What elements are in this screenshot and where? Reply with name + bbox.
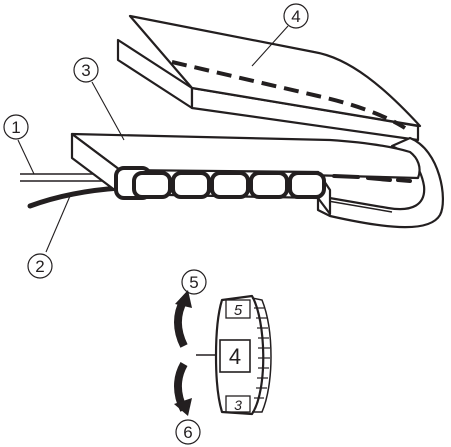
- callout-6: 6: [175, 419, 201, 445]
- callout-2-label: 2: [35, 257, 44, 276]
- leader-2: [45, 195, 71, 253]
- arrow-up-icon: [174, 290, 192, 348]
- stitch-length-dial[interactable]: 5 4 3: [214, 294, 272, 416]
- overlock-stitches: [114, 166, 412, 200]
- dial-upper-value: 5: [234, 302, 243, 319]
- thread-lower: [27, 185, 123, 209]
- callout-4: 4: [283, 3, 309, 29]
- callout-5-label: 5: [189, 273, 198, 292]
- callout-4-label: 4: [291, 7, 300, 26]
- callout-2: 2: [27, 253, 53, 279]
- callout-5: 5: [181, 269, 207, 295]
- arrow-down-icon: [174, 362, 192, 416]
- callout-3-label: 3: [81, 61, 90, 80]
- leader-3: [91, 81, 125, 141]
- callout-1-label: 1: [11, 118, 20, 137]
- dial-current-value: 4: [229, 344, 241, 369]
- callout-6-label: 6: [183, 423, 192, 442]
- fabric-upper-layer: [116, 14, 422, 142]
- leader-1: [17, 139, 35, 175]
- callout-3: 3: [73, 57, 99, 83]
- leader-4: [251, 25, 289, 67]
- callout-1: 1: [3, 114, 29, 140]
- dial-lower-value: 3: [234, 397, 242, 413]
